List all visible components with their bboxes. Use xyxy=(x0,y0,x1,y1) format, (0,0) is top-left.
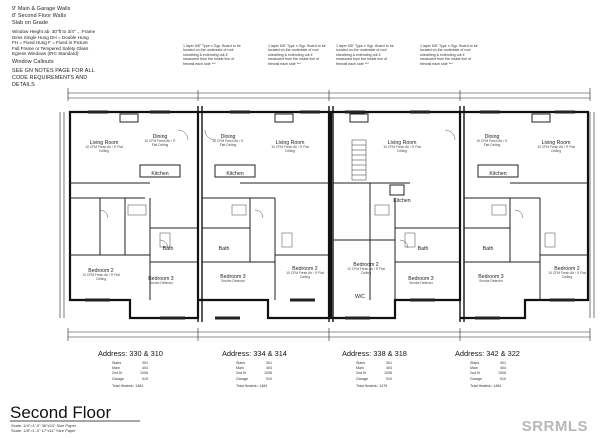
room-bath-1: Bath xyxy=(162,246,174,252)
total-heated-unit-2: Total Heated= 1484 xyxy=(236,384,268,388)
firewall-callout-3: 1 layer 5/8" Type x Gyp. Board to be loc… xyxy=(336,44,394,66)
see-notes-1: SEE GN NOTES PAGE FOR ALL xyxy=(12,67,95,74)
note-fine-3: FH = Fixed Hung F = Fixed in Picture xyxy=(12,40,88,46)
room-kitchen-1: Kitchen xyxy=(151,171,169,177)
address-unit-3: Address: 338 & 318 xyxy=(342,349,407,358)
total-heated-unit-4: Total Heated= 1484 xyxy=(470,384,502,388)
scale-large: Scale: 1/4"=1'-0" 36"x24" Size Paper xyxy=(11,423,77,428)
room-kitchen-4: Kitchen xyxy=(489,171,507,177)
total-heated-unit-3: Total Heated= 1476 xyxy=(356,384,388,388)
total-heated-unit-1: Total Heated= 1484 xyxy=(112,384,144,388)
room-kitchen-3: Kitchen xyxy=(393,198,411,204)
room-bath-2: Bath xyxy=(218,246,230,252)
room-bath-4: Bath xyxy=(482,246,494,252)
scale-small: Scale: 1/8"=1'-0" 17"x11" Size Paper xyxy=(11,428,76,433)
window-callouts-label: Window Callouts xyxy=(12,58,54,65)
see-notes-2: CODE REQUIREMENTS AND xyxy=(12,74,88,81)
note-slab: Slab on Grade xyxy=(12,20,49,26)
note-fine-5: Egress Windows (IRC Standard) xyxy=(12,51,79,57)
see-notes-3: DETAILS xyxy=(12,81,35,88)
scale-notes: Scale: 1/4"=1'-0" 36"x24" Size Paper Sca… xyxy=(11,423,76,433)
firewall-callout-2: 1 layer 5/8" Type x Gyp. Board to be loc… xyxy=(268,44,326,66)
note-main-walls: 9' Main & Garage Walls xyxy=(12,6,71,12)
firewall-callout-1: 1 layer 5/8" Type x Gyp. Board to be loc… xyxy=(183,44,241,66)
sheet-title: Second Floor xyxy=(10,403,112,422)
general-notes: 9' Main & Garage Walls 8' Second Floor W… xyxy=(12,6,112,89)
room-wic-3: W/C xyxy=(354,294,366,300)
note-fine-4: Full Frame or Tempered Safety Glass xyxy=(12,45,89,51)
firewall-callout-4: 1 layer 5/8" Type x Gyp. Board to be loc… xyxy=(420,44,478,66)
note-fine-2: Dims Single Hung DH = Double Hung xyxy=(12,34,89,40)
address-unit-2: Address: 334 & 314 xyxy=(222,349,287,358)
mls-watermark-logo: SRRMLS xyxy=(521,418,588,435)
note-second-walls: 8' Second Floor Walls xyxy=(12,13,67,19)
room-kitchen-2: Kitchen xyxy=(226,171,244,177)
note-fine-1: Window Height ab. 30"ft to 3/4" ... Fram… xyxy=(12,29,96,34)
address-unit-4: Address: 342 & 322 xyxy=(455,349,520,358)
address-unit-1: Address: 330 & 310 xyxy=(98,349,163,358)
room-bath-3: Bath xyxy=(417,246,429,252)
